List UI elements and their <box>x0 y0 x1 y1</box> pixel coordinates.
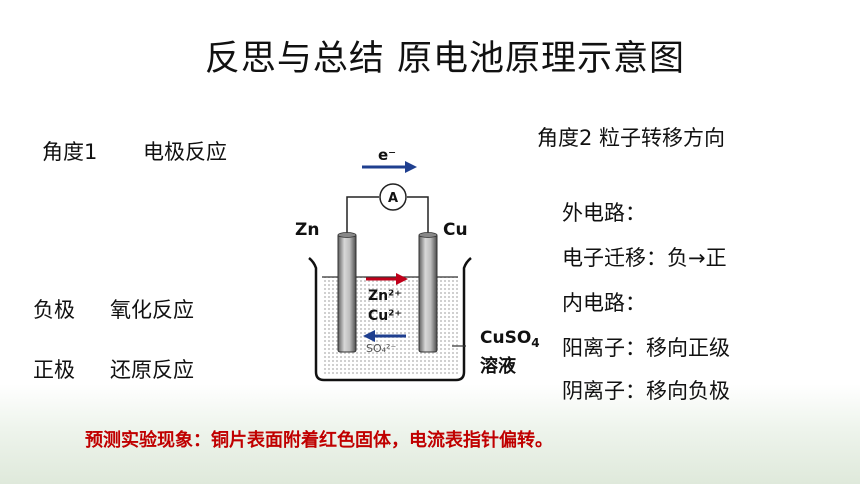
right-line-internal-circuit: 内电路： <box>562 291 646 315</box>
wire-left <box>346 196 379 235</box>
zinc-ion-label: Zn²⁺ <box>368 288 402 304</box>
right-line-anions: 阴离子：移向负极 <box>562 379 730 403</box>
footer-band <box>0 384 860 484</box>
wire-right <box>407 196 429 235</box>
right-line-external-circuit: 外电路： <box>562 201 646 225</box>
right-line-electron-transfer: 电子迁移：负→正 <box>562 246 727 270</box>
negative-electrode-label: 负极 <box>33 298 75 322</box>
angle2-heading: 角度2 粒子转移方向 <box>537 126 726 150</box>
experiment-prediction: 预测实验现象：铜片表面附着红色固体，电流表指针偏转。 <box>85 430 553 451</box>
beaker <box>308 257 472 382</box>
copper-label: Cu <box>443 220 468 240</box>
positive-electrode-label: 正极 <box>33 358 75 382</box>
negative-reaction-label: 氧化反应 <box>110 298 194 322</box>
solution-formula: CuSO4 <box>480 328 540 350</box>
electron-label: e⁻ <box>378 146 396 164</box>
electron-arrow <box>362 161 417 173</box>
page-title: 反思与总结 原电池原理示意图 <box>204 39 686 79</box>
cation-arrow <box>366 273 408 285</box>
sulfate-ion-label: SO₄²⁻ <box>366 342 396 355</box>
solution-name: 溶液 <box>480 355 517 377</box>
copper-electrode <box>418 233 438 353</box>
anion-arrow <box>363 330 406 342</box>
angle1-label: 电极反应 <box>143 140 227 164</box>
positive-reaction-label: 还原反应 <box>110 358 194 382</box>
zinc-electrode <box>337 233 357 353</box>
right-line-cations: 阳离子：移向正级 <box>562 336 730 360</box>
ammeter-label: A <box>388 191 398 206</box>
zinc-label: Zn <box>295 220 319 240</box>
copper-ion-label: Cu²⁺ <box>368 308 402 324</box>
angle1-number: 角度1 <box>42 140 98 164</box>
ammeter-icon <box>379 183 407 211</box>
